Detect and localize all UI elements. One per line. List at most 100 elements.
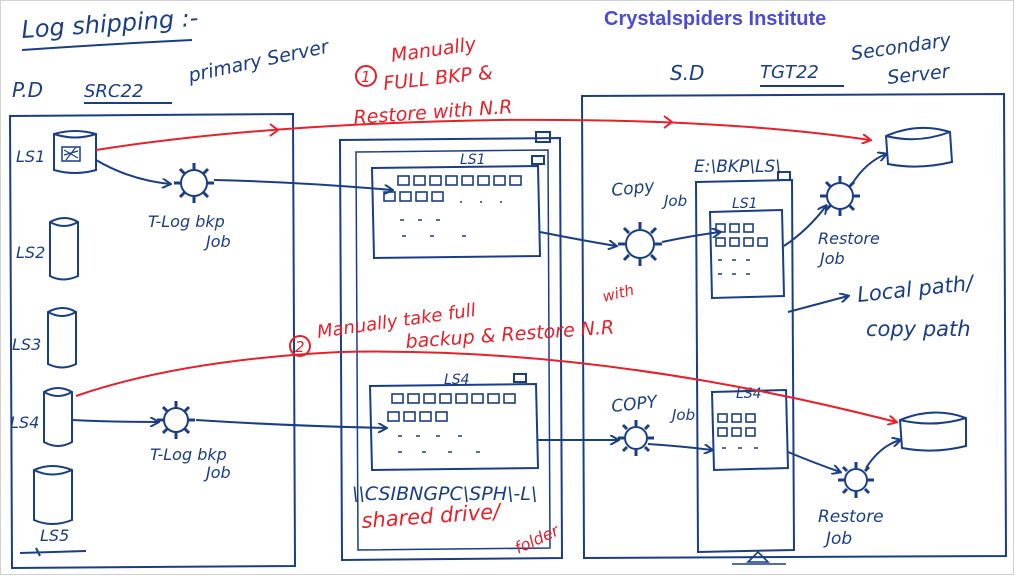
secondary-folder-ls1-files <box>715 223 768 275</box>
database-ls1-cylinder <box>53 130 97 174</box>
database-ls1-log-icon <box>61 146 81 162</box>
restore-job-2-line1: Restore <box>818 507 884 527</box>
secondary-folder-ls1-label: LS1 <box>732 196 758 212</box>
local-path-label-line2: copy path <box>866 317 971 341</box>
database-ls3-top <box>47 311 77 317</box>
shared-folder-ls4[interactable]: LS4 <box>368 372 540 472</box>
secondary-server-label-line2: Server <box>886 60 951 89</box>
copy-job-2[interactable]: COPY Job <box>610 392 695 456</box>
gear-icon <box>618 420 654 456</box>
tlog-backup-job-2[interactable]: T-Log bkp Job <box>150 401 231 482</box>
secondary-folder-ls4-files <box>717 413 758 449</box>
database-ls5-underline <box>19 547 87 557</box>
restore-job-1-line1: Restore <box>818 229 880 248</box>
diagram-heading: Log shipping :- <box>20 4 199 44</box>
primary-abbr: P.D <box>12 78 43 102</box>
gear-icon <box>820 176 860 216</box>
database-ls1[interactable]: LS1 <box>16 130 97 174</box>
database-ls3-label: LS3 <box>12 335 41 354</box>
secondary-local-path: E:\BKP\LS\ <box>694 157 781 177</box>
step-1-line2: FULL BKP & <box>382 62 494 95</box>
secondary-server-box <box>580 92 1008 560</box>
database-ls3[interactable]: LS3 <box>12 307 77 369</box>
step-2-number: 2 <box>295 338 305 356</box>
secondary-database-2-top <box>899 417 967 425</box>
shared-folder-ls4-box <box>368 382 540 472</box>
copy-job-1-line2: Job <box>661 192 687 210</box>
shared-folder-ls1-label: LS1 <box>460 152 486 168</box>
step-1-badge <box>355 65 377 87</box>
shared-folder-ls4-label: LS4 <box>444 372 470 388</box>
primary-server-label: primary Server <box>185 35 331 87</box>
secondary-folder-ls1[interactable]: LS1 <box>708 196 786 300</box>
database-ls4-label: LS4 <box>10 413 39 432</box>
database-ls2-cylinder <box>49 217 79 281</box>
tlog-backup-job-2-line2: Job <box>203 463 231 482</box>
secondary-server-label-line1: Secondary <box>850 29 953 65</box>
flow-tlog-job-to-shared-ls4 <box>195 419 386 428</box>
secondary-abbr: S.D <box>670 61 704 85</box>
flow-ls4-to-tlog-job <box>71 420 158 422</box>
step-1-line1: Manually <box>390 33 479 67</box>
database-ls2[interactable]: LS2 <box>16 217 79 281</box>
tlog-backup-job-2-line1: T-Log bkp <box>150 445 227 464</box>
secondary-folder-ls1-box <box>708 208 786 300</box>
restore-job-1[interactable]: Restore Job <box>817 176 880 268</box>
database-ls5[interactable]: LS5 <box>19 465 87 557</box>
database-ls5-cylinder <box>33 465 73 525</box>
copy-job-1[interactable]: Copy Job <box>610 176 687 266</box>
secondary-database-1[interactable] <box>884 126 954 168</box>
restore-job-2-line2: Job <box>823 529 852 549</box>
triangle-marker <box>732 550 786 565</box>
tlog-backup-job-1-line2: Job <box>203 232 231 251</box>
gear-icon <box>618 222 662 266</box>
shared-drive-box-inner <box>355 149 551 551</box>
copy-job-1-line1: Copy <box>610 176 656 200</box>
step-2-line1-with: with <box>601 281 636 306</box>
secondary-database-1-cylinder <box>884 126 954 168</box>
shared-drive-unc-path: \\CSIBNGPC\SPH\-L\ <box>352 483 537 505</box>
tlog-backup-job-1[interactable]: T-Log bkp Job <box>148 163 231 251</box>
flow-restore-job-to-database-1 <box>851 154 886 185</box>
copy-job-2-line1: COPY <box>610 392 659 417</box>
gear-icon <box>838 462 874 498</box>
manual-restore-arrow-2 <box>75 350 896 422</box>
shared-drive-tab <box>535 131 551 143</box>
database-ls2-top <box>49 221 79 227</box>
database-ls4-cylinder <box>43 387 73 447</box>
database-ls2-label: LS2 <box>16 243 45 262</box>
shared-folder-ls1-box <box>370 164 542 260</box>
gear-icon <box>174 163 214 203</box>
database-ls5-top <box>33 469 73 476</box>
flow-secondary-ls1-to-restore-job <box>783 206 826 247</box>
secondary-folder-ls4[interactable]: LS4 <box>710 386 790 472</box>
flow-copy-job-to-secondary-ls4 <box>647 443 712 450</box>
shared-drive-box <box>338 136 564 562</box>
manual-restore-arrow-1-tick <box>269 115 673 137</box>
restore-job-2[interactable]: Restore Job <box>818 462 884 549</box>
heading-underline <box>21 39 193 51</box>
shared-folder-ls1[interactable]: LS1 <box>370 152 545 260</box>
flow-shared-ls1-to-copy-job <box>539 231 616 246</box>
database-ls1-log-scribble <box>63 146 79 161</box>
shared-folder-ls1-files <box>383 175 522 237</box>
manual-restore-arrow-1 <box>95 118 870 151</box>
local-path-label-line1: Local path/ <box>856 271 976 307</box>
database-ls1-label: LS1 <box>16 147 45 166</box>
database-ls3-cylinder <box>47 307 77 369</box>
folder-icon <box>777 171 791 181</box>
flow-copy-job-to-secondary-ls1 <box>661 232 720 243</box>
flow-restore-job-to-database-2 <box>865 440 900 469</box>
copy-job-2-line2: Job <box>669 406 695 424</box>
folder-icon <box>531 155 545 165</box>
primary-server-box <box>8 112 297 570</box>
secondary-database-2[interactable] <box>898 411 967 452</box>
secondary-local-folder-box <box>694 178 796 554</box>
database-ls4[interactable]: LS4 <box>10 387 73 447</box>
institute-banner: Crystalspiders Institute <box>604 8 826 30</box>
flow-tlog-job-to-shared-ls1 <box>213 179 392 190</box>
local-path-pointer-arrow <box>787 296 848 313</box>
restore-job-1-line2: Job <box>817 249 845 268</box>
